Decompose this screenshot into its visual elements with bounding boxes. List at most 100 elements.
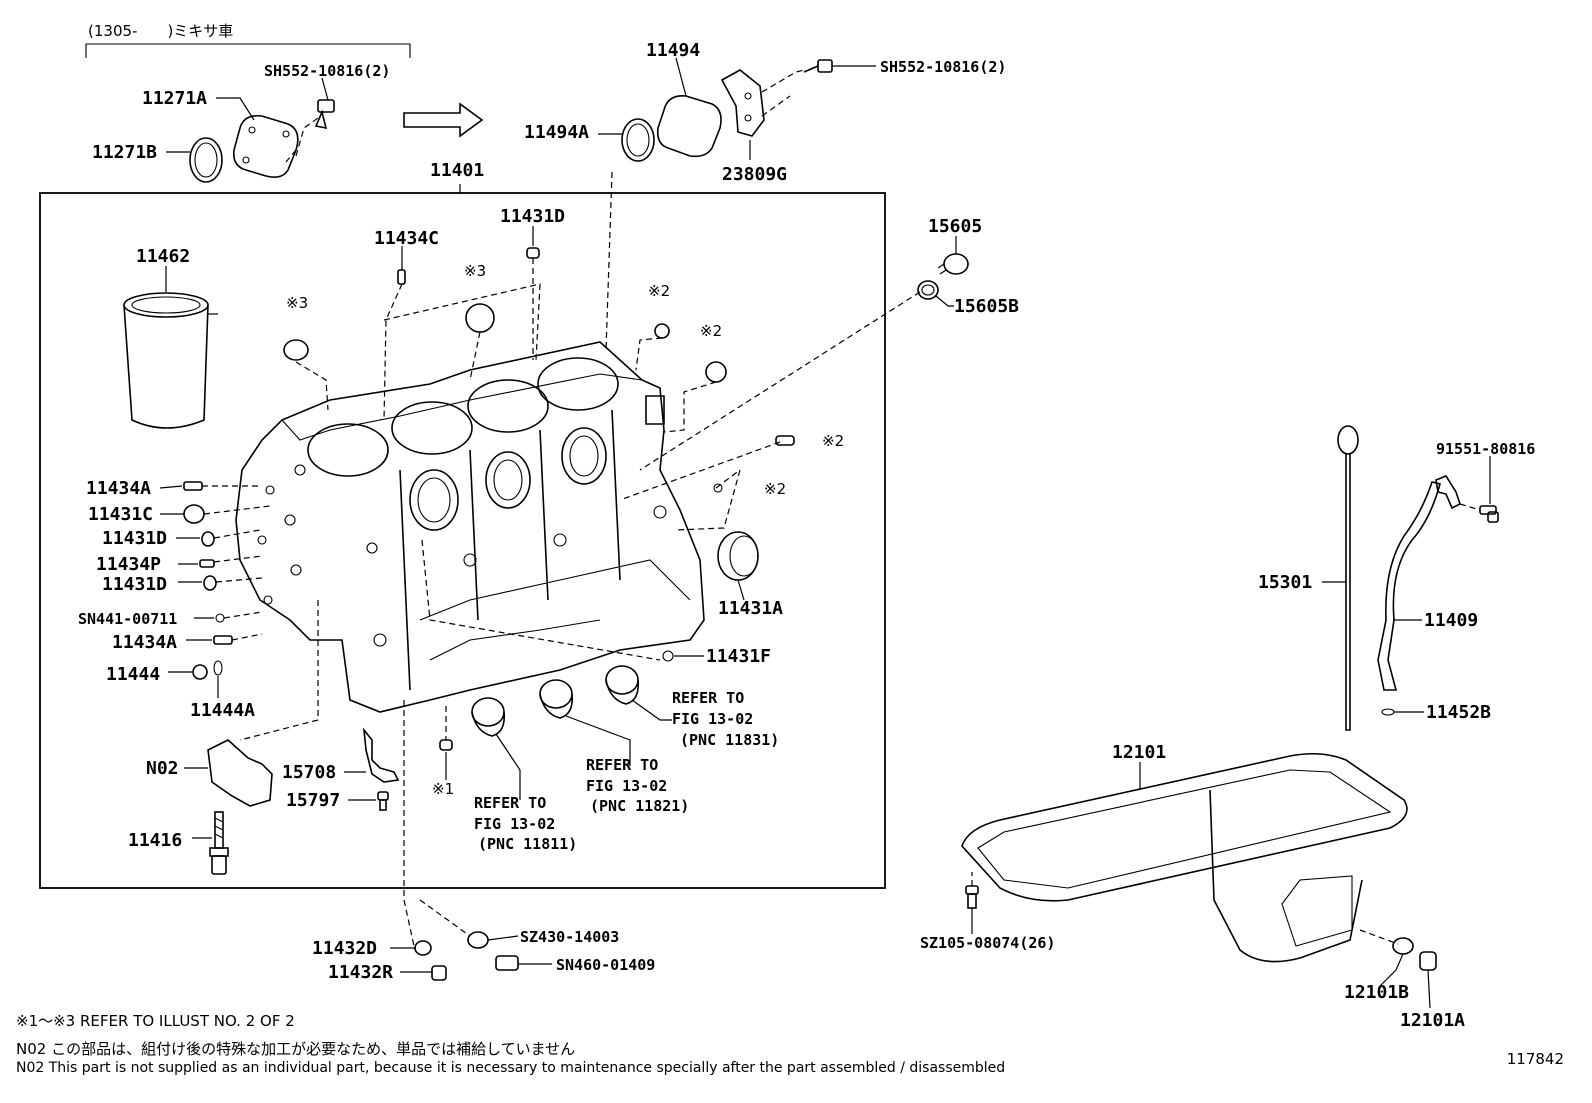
- plug-11431F: [662, 650, 674, 662]
- plug-11431D-1: [201, 531, 215, 547]
- label-12101: 12101: [1112, 742, 1166, 763]
- label-ref-11831-1: REFER TO: [672, 689, 744, 707]
- label-15301: 15301: [1258, 572, 1312, 593]
- gasket-sz430: [467, 931, 489, 949]
- label-11462: 11462: [136, 246, 190, 267]
- label-11434P: 11434P: [96, 554, 161, 575]
- label-N02: N02: [146, 758, 179, 779]
- gasket-12101B: [1392, 937, 1414, 955]
- label-23809G: 23809G: [722, 164, 787, 185]
- label-ref2-c: ※2: [822, 432, 844, 450]
- bearing-cap-N02: [207, 739, 273, 807]
- label-ref-11831-2: FIG 13-02: [672, 710, 753, 728]
- bearing-11821: [539, 679, 574, 719]
- bearing-11831: [605, 665, 640, 705]
- footer-note-n02-jp: N02 この部品は、組付け後の特殊な加工が必要なため、単品では補給していません: [16, 1040, 576, 1058]
- label-15605: 15605: [928, 216, 982, 237]
- bolt-sh552-left: [314, 99, 335, 130]
- plug-11431C: [183, 504, 205, 524]
- cylinder-liner-11462: [123, 292, 209, 429]
- label-ref1: ※1: [432, 780, 454, 798]
- label-11431F: 11431F: [706, 646, 771, 667]
- cylinder-block-box: [39, 192, 886, 889]
- plug-sn460: [495, 955, 519, 971]
- label-ref-11811-3: (PNC 11811): [478, 835, 577, 853]
- bolt-11416: [209, 811, 229, 875]
- label-11434C: 11434C: [374, 228, 439, 249]
- footer-note-refer: ※1～※3 REFER TO ILLUST NO. 2 OF 2: [16, 1012, 295, 1030]
- plug-11431D-2: [203, 575, 217, 591]
- plug-11444: [192, 664, 208, 680]
- cylinder-block-11401: [235, 341, 705, 713]
- dipstick-guide-11409: [1377, 475, 1461, 691]
- label-ref-11821-2: FIG 13-02: [586, 777, 667, 795]
- label-91551: 91551-80816: [1436, 440, 1535, 458]
- label-11416: 11416: [128, 830, 182, 851]
- plug-ref3-left: [283, 339, 309, 361]
- label-11494A: 11494A: [524, 122, 589, 143]
- variant-bracket: (1305- )ミキサ車: [85, 22, 411, 58]
- label-11401: 11401: [430, 160, 484, 181]
- label-11431A: 11431A: [718, 598, 783, 619]
- bolt-sh552-right: [803, 59, 833, 73]
- bearing-11811: [471, 697, 506, 737]
- pin-11434C: [397, 269, 406, 285]
- label-ref-11811-1: REFER TO: [474, 794, 546, 812]
- right-arrow-icon: [403, 102, 484, 138]
- pin-11434P: [199, 559, 215, 568]
- plug-11431D-top: [526, 247, 540, 259]
- plug-ref1: [439, 739, 453, 751]
- figure-number: 117842: [1506, 1050, 1564, 1068]
- label-sh552-right: SH552-10816(2): [880, 58, 1006, 76]
- sensor-15708: [362, 727, 400, 783]
- label-ref2-b: ※2: [700, 322, 722, 340]
- pin-11434A-2: [213, 635, 233, 645]
- plug-11432R: [431, 965, 447, 981]
- plug-ref2-a: [654, 323, 670, 339]
- bracket-23809G: [720, 69, 765, 137]
- pin-11434A-1: [183, 481, 203, 491]
- label-11432D: 11432D: [312, 938, 377, 959]
- label-ref-11811-2: FIG 13-02: [474, 815, 555, 833]
- label-ref2-d: ※2: [764, 480, 786, 498]
- cover-11494: [656, 94, 722, 158]
- plug-ref3-center: [465, 303, 495, 333]
- ring-11494A: [621, 118, 655, 162]
- drain-plug-12101A: [1419, 951, 1437, 971]
- label-sn441: SN441-00711: [78, 610, 177, 628]
- label-11494: 11494: [646, 40, 700, 61]
- label-12101A: 12101A: [1400, 1010, 1465, 1031]
- ring-11271B: [189, 137, 223, 183]
- label-11434A-2: 11434A: [112, 632, 177, 653]
- bolt-91551: [1479, 505, 1499, 523]
- bolt-15797: [377, 791, 389, 811]
- bolt-sz105: [965, 885, 979, 909]
- gasket-15605B: [917, 280, 939, 300]
- label-ref3-center: ※3: [464, 262, 486, 280]
- variant-note: (1305- )ミキサ車: [88, 22, 233, 40]
- label-sz430: SZ430-14003: [520, 928, 619, 946]
- label-sn460: SN460-01409: [556, 956, 655, 974]
- label-ref-11831-3: (PNC 11831): [680, 731, 779, 749]
- label-ref3-left: ※3: [286, 294, 308, 312]
- label-11444: 11444: [106, 664, 160, 685]
- label-11409: 11409: [1424, 610, 1478, 631]
- label-ref2-a: ※2: [648, 282, 670, 300]
- label-15708: 15708: [282, 762, 336, 783]
- label-11432R: 11432R: [328, 962, 393, 983]
- label-12101B: 12101B: [1344, 982, 1409, 1003]
- footer-note-n02-en: N02 This part is not supplied as an indi…: [16, 1060, 1006, 1076]
- plug-11432D: [414, 940, 432, 956]
- label-11271A: 11271A: [142, 88, 207, 109]
- cover-11271A: [232, 114, 299, 178]
- label-11271B: 11271B: [92, 142, 157, 163]
- plug-sn441: [215, 613, 225, 623]
- ring-11444A: [213, 660, 223, 676]
- plug-ref2-b: [705, 361, 727, 383]
- label-15797: 15797: [286, 790, 340, 811]
- ring-11452B: [1381, 708, 1395, 716]
- label-sz105: SZ105-08074(26): [920, 934, 1055, 952]
- dipstick-15301: [1337, 425, 1359, 731]
